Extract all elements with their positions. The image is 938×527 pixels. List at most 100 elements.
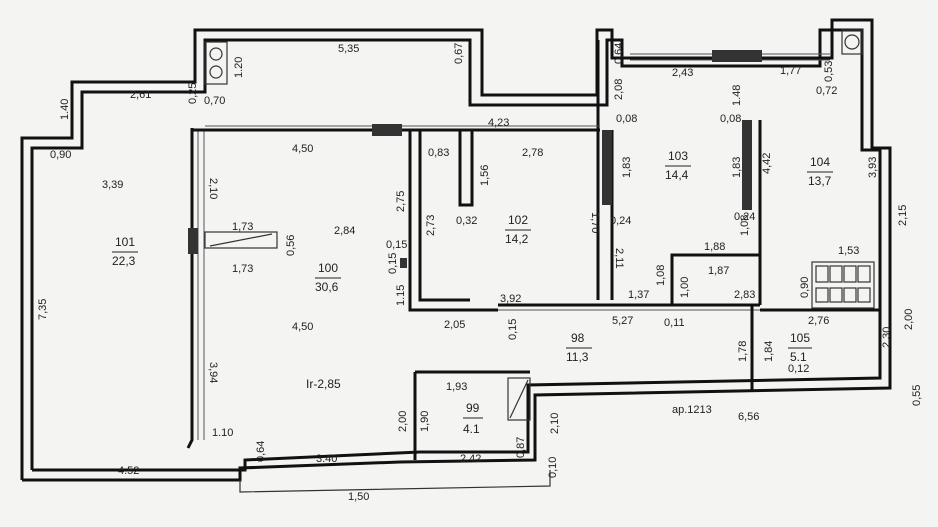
dim-label: 5,27	[612, 315, 633, 327]
dim-label: 3,94	[207, 362, 219, 383]
dim-label: 1,50	[348, 491, 369, 503]
dim-label: 1.40	[59, 99, 71, 120]
dim-label: 5,35	[338, 43, 359, 55]
dim-label: 4,23	[488, 117, 509, 129]
dim-label: 1,37	[628, 289, 649, 301]
dim-label: 0,10	[547, 457, 559, 478]
dim-label: 1,93	[446, 381, 467, 393]
dim-label: 2,05	[444, 319, 465, 331]
room-number: 99	[466, 401, 480, 415]
height-label: Ir-2,85	[306, 377, 341, 391]
room-area: 4.1	[463, 422, 480, 436]
dim-label: 0,32	[456, 215, 477, 227]
dim-label: 0,11	[664, 317, 685, 329]
dimension-labels: 5,35 0,67 1.20 0,25 0,70 2,61 1.40 0,90 …	[37, 43, 923, 503]
dim-label: 0,55	[911, 385, 923, 406]
dim-label: 0,83	[428, 147, 449, 159]
room-number: 102	[508, 213, 528, 227]
dim-label: 7,35	[37, 299, 49, 320]
dim-label: 2,83	[734, 289, 755, 301]
dim-label: 1.48	[731, 85, 743, 106]
room-number: 105	[790, 331, 810, 345]
room-labels: 101 22,3 100 30,6 102 14,2 103 14,4 104 …	[112, 149, 833, 436]
dim-label: 1,73	[232, 221, 253, 233]
dim-label: 1,70	[589, 212, 601, 233]
dim-label: 1,00	[679, 277, 691, 298]
dim-label: 0,25	[187, 83, 199, 104]
dim-label: 2,61	[130, 89, 151, 101]
dim-label: 2,15	[897, 205, 909, 226]
dim-label: 1,84	[763, 341, 775, 362]
dim-label: 2,10	[207, 178, 219, 199]
dim-label: 1,90	[419, 411, 431, 432]
dim-label: 1,08	[739, 215, 751, 236]
dim-label: 1,87	[708, 265, 729, 277]
dim-label: 0,53	[823, 61, 835, 82]
dim-label: 0,64	[255, 441, 267, 462]
dim-label: 1,83	[731, 157, 743, 178]
dim-label: 4,50	[292, 321, 313, 333]
dim-label: 6,56	[738, 411, 759, 423]
dim-label: 0,67	[453, 43, 465, 64]
dim-label: 2.42	[460, 453, 481, 465]
dim-label: 2,73	[425, 215, 437, 236]
room-number: 103	[668, 149, 688, 163]
dim-label: 0,15	[507, 319, 519, 340]
dim-label: 0,87	[515, 437, 527, 458]
dim-label: 1,83	[621, 157, 633, 178]
dim-label: 2,00	[903, 309, 915, 330]
dim-label: 2,78	[522, 147, 543, 159]
room-number: 101	[115, 235, 135, 249]
room-number: 104	[810, 155, 830, 169]
dim-label: 1,88	[704, 241, 725, 253]
room-area: 14,4	[665, 168, 689, 182]
dim-label: 1,08	[655, 265, 667, 286]
dim-label: 0,15	[387, 253, 399, 274]
dim-label: 0,15	[386, 239, 407, 251]
dim-label: 1,56	[479, 165, 491, 186]
dim-label: 1.20	[233, 57, 245, 78]
dim-label: 2,30	[881, 327, 893, 348]
ar-label: ар.1213	[672, 404, 712, 416]
room-number: 100	[318, 261, 338, 275]
dim-label: 2,00	[397, 411, 409, 432]
dim-label: 2,75	[395, 191, 407, 212]
dim-label: 2,08	[613, 79, 625, 100]
dim-label: 4.52	[118, 465, 139, 477]
dim-label: 4,42	[761, 153, 773, 174]
dim-label: 0,08	[720, 113, 741, 125]
dim-label: 1.15	[395, 285, 407, 306]
dim-label: 0,64	[613, 43, 625, 64]
room-area: 5.1	[790, 350, 807, 364]
dim-label: 0,12	[788, 363, 809, 375]
dim-label: 0,70	[204, 95, 225, 107]
room-area: 14,2	[505, 232, 529, 246]
dim-label: 2,76	[808, 315, 829, 327]
dim-label: 2,10	[549, 413, 561, 434]
dim-label: 3.40	[316, 453, 337, 465]
dim-label: 1.10	[212, 427, 233, 439]
dim-label: 0,90	[50, 149, 71, 161]
room-area: 30,6	[315, 280, 339, 294]
dim-label: 1,73	[232, 263, 253, 275]
dim-label: 1,53	[838, 245, 859, 257]
dim-label: 3,92	[500, 293, 521, 305]
dim-label: 0,56	[285, 235, 297, 256]
room-area: 13,7	[808, 174, 832, 188]
room-number: 98	[571, 331, 585, 345]
dim-label: 3,39	[102, 179, 123, 191]
dim-label: 1,78	[737, 341, 749, 362]
dim-label: 3,93	[867, 157, 879, 178]
dim-label: 1,77	[780, 65, 801, 77]
dim-label: 0,90	[799, 277, 811, 298]
dim-label: 0,24	[734, 211, 755, 223]
room-area: 22,3	[112, 254, 136, 268]
dim-label: 2,43	[672, 67, 693, 79]
dim-label: 0,24	[610, 215, 631, 227]
shafts	[188, 29, 875, 309]
windows	[205, 50, 830, 136]
dim-label: 2,11	[613, 248, 625, 269]
dim-label: 4,50	[292, 143, 313, 155]
dim-label: 0,72	[816, 85, 837, 97]
